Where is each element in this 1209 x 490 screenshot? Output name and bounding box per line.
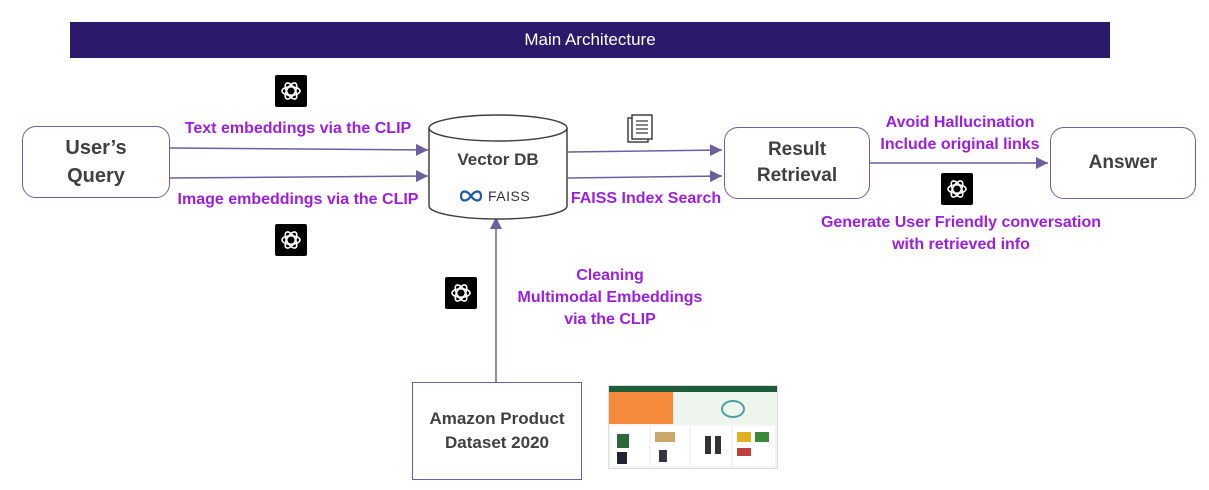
- faiss-search-label: FAISS Index Search: [570, 190, 722, 207]
- edge-image-embeddings: [169, 170, 429, 183]
- edge-db-to-retrieval-bottom: [567, 170, 723, 183]
- generate-conversation-label: Generate User Friendly conversation with…: [820, 214, 1102, 253]
- openai-logo-icon: [275, 75, 307, 107]
- document-icon: [627, 114, 653, 143]
- text-embeddings-label: Text embeddings via the CLIP: [184, 120, 412, 137]
- amazon-site-thumbnail: [608, 385, 778, 469]
- faiss-logo-text: FAISS: [488, 188, 531, 204]
- avoid-hallucination-label: Avoid Hallucination Include original lin…: [880, 114, 1040, 153]
- dataset-node: Amazon Product Dataset 2020: [412, 382, 582, 480]
- cylinder-icon: [428, 114, 568, 220]
- openai-logo-icon: [445, 277, 477, 309]
- openai-logo-icon: [941, 173, 973, 205]
- edge-text-embeddings: [169, 143, 429, 156]
- vector-db-node: Vector DB FAISS: [428, 114, 568, 220]
- result-retrieval-node: Result Retrieval: [724, 127, 870, 199]
- user-query-node: User’s Query: [22, 126, 170, 198]
- cleaning-label: Cleaning Multimodal Embeddings via the C…: [517, 267, 703, 328]
- faiss-logo: FAISS: [458, 186, 538, 206]
- image-embeddings-label: Image embeddings via the CLIP: [177, 191, 419, 208]
- edge-db-to-retrieval-top: [567, 144, 723, 157]
- openai-logo-icon: [275, 224, 307, 256]
- meta-infinity-icon: [459, 190, 483, 202]
- answer-node: Answer: [1050, 127, 1196, 199]
- dataset-label: Amazon Product Dataset 2020: [429, 409, 565, 452]
- vector-db-label: Vector DB: [457, 150, 539, 169]
- banner-title: Main Architecture: [70, 22, 1110, 58]
